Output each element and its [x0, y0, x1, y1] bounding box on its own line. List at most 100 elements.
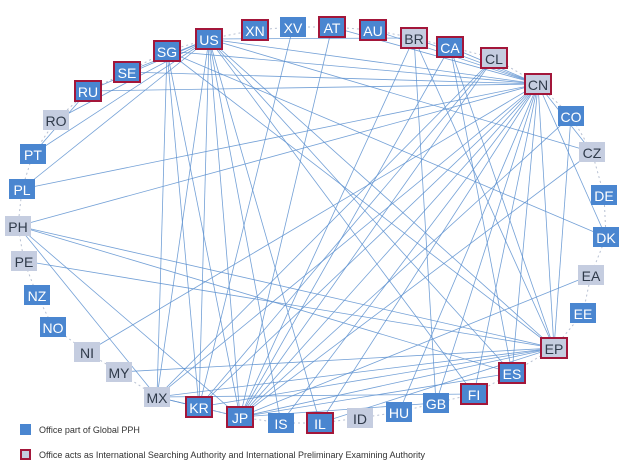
node-label: XN: [245, 23, 264, 39]
edge-us-es: [209, 39, 512, 373]
edge-ep-mx: [157, 348, 554, 397]
edge-us-ep: [209, 39, 554, 348]
node-label: GB: [426, 396, 446, 412]
node-label: AU: [363, 23, 382, 39]
node-sg[interactable]: SG: [154, 41, 180, 61]
node-label: US: [199, 32, 218, 48]
node-label: RO: [46, 113, 67, 129]
edge-cn-ni: [87, 84, 538, 352]
node-il[interactable]: IL: [307, 413, 333, 433]
node-cn[interactable]: CN: [525, 74, 551, 94]
node-pe[interactable]: PE: [11, 251, 37, 271]
edge-cl-mx: [157, 58, 494, 397]
legend-isa-label: Office acts as International Searching A…: [39, 450, 425, 460]
edge-xv-kr: [199, 27, 293, 407]
node-label: CN: [528, 77, 548, 93]
legend-pph-label: Office part of Global PPH: [39, 425, 140, 435]
edge-us-il: [209, 39, 320, 423]
node-label: HU: [389, 405, 409, 421]
edge-ep-co: [554, 116, 571, 348]
legend-pph-swatch: [20, 424, 31, 435]
node-label: IS: [274, 416, 287, 432]
node-label: CO: [561, 109, 582, 125]
node-ep[interactable]: EP: [541, 338, 567, 358]
node-hu[interactable]: HU: [386, 402, 412, 422]
node-label: PH: [8, 219, 27, 235]
node-xn[interactable]: XN: [242, 20, 268, 40]
node-label: IL: [314, 416, 326, 432]
node-label: ID: [353, 411, 367, 427]
node-ca[interactable]: CA: [437, 37, 463, 57]
node-label: SG: [157, 44, 177, 60]
node-label: SE: [118, 65, 137, 81]
edge-sg-jp: [167, 51, 240, 417]
node-dk[interactable]: DK: [593, 227, 619, 247]
node-ea[interactable]: EA: [578, 265, 604, 285]
node-ni[interactable]: NI: [74, 342, 100, 362]
edge-us-kr: [199, 39, 209, 407]
node-ru[interactable]: RU: [75, 81, 101, 101]
node-label: EP: [545, 341, 564, 357]
legend-pph: Office part of Global PPH: [20, 424, 140, 435]
node-label: MY: [109, 365, 131, 381]
node-es[interactable]: ES: [499, 363, 525, 383]
edge-cn-mx: [157, 84, 538, 397]
node-pl[interactable]: PL: [9, 179, 35, 199]
edge-ph-mx: [18, 226, 157, 397]
node-se[interactable]: SE: [114, 62, 140, 82]
node-label: CA: [440, 40, 460, 56]
edge-ca-jp: [240, 47, 450, 417]
node-kr[interactable]: KR: [186, 397, 212, 417]
node-us[interactable]: US: [196, 29, 222, 49]
edge-us-ru: [88, 39, 209, 91]
node-cz[interactable]: CZ: [579, 142, 605, 162]
node-at[interactable]: AT: [319, 17, 345, 37]
node-label: PE: [15, 254, 34, 270]
edge-us-jp: [209, 39, 240, 417]
node-xv[interactable]: XV: [280, 17, 306, 37]
node-label: XV: [284, 20, 303, 36]
edge-ep-pe: [24, 261, 554, 348]
node-gb[interactable]: GB: [423, 393, 449, 413]
node-au[interactable]: AU: [360, 20, 386, 40]
node-no[interactable]: NO: [40, 317, 66, 337]
node-label: NI: [80, 345, 94, 361]
edge-br-gb: [414, 38, 436, 403]
edge-sg-kr: [167, 51, 199, 407]
node-label: EE: [574, 306, 593, 322]
legend-isa: Office acts as International Searching A…: [20, 449, 425, 460]
node-de[interactable]: DE: [591, 185, 617, 205]
node-mx[interactable]: MX: [144, 387, 170, 407]
nodes-layer: XN XV AT AU BR CA CL CN CO CZ DE DK EA EE EP ES FI GB HU ID…: [5, 17, 619, 433]
node-label: DK: [596, 230, 616, 246]
node-fi[interactable]: FI: [461, 384, 487, 404]
node-label: NO: [43, 320, 64, 336]
node-br[interactable]: BR: [401, 28, 427, 48]
node-label: MX: [147, 390, 169, 406]
node-ph[interactable]: PH: [5, 216, 31, 236]
node-label: AT: [324, 20, 341, 36]
node-ee[interactable]: EE: [570, 303, 596, 323]
edge-cn-fi: [474, 84, 538, 394]
edge-se-cn: [127, 72, 538, 84]
node-id[interactable]: ID: [347, 408, 373, 428]
node-label: JP: [232, 410, 248, 426]
node-co[interactable]: CO: [558, 106, 584, 126]
node-label: PT: [24, 147, 42, 163]
node-label: PL: [13, 182, 30, 198]
node-my[interactable]: MY: [106, 362, 132, 382]
node-label: FI: [468, 387, 480, 403]
edge-us-mx: [157, 39, 209, 397]
node-jp[interactable]: JP: [227, 407, 253, 427]
node-nz[interactable]: NZ: [24, 285, 50, 305]
node-label: DE: [594, 188, 613, 204]
node-cl[interactable]: CL: [481, 48, 507, 68]
node-label: CZ: [583, 145, 602, 161]
node-ro[interactable]: RO: [43, 110, 69, 130]
node-label: ES: [503, 366, 522, 382]
node-is[interactable]: IS: [268, 413, 294, 433]
edge-sg-mx: [157, 51, 167, 397]
node-pt[interactable]: PT: [20, 144, 46, 164]
node-label: RU: [78, 84, 98, 100]
